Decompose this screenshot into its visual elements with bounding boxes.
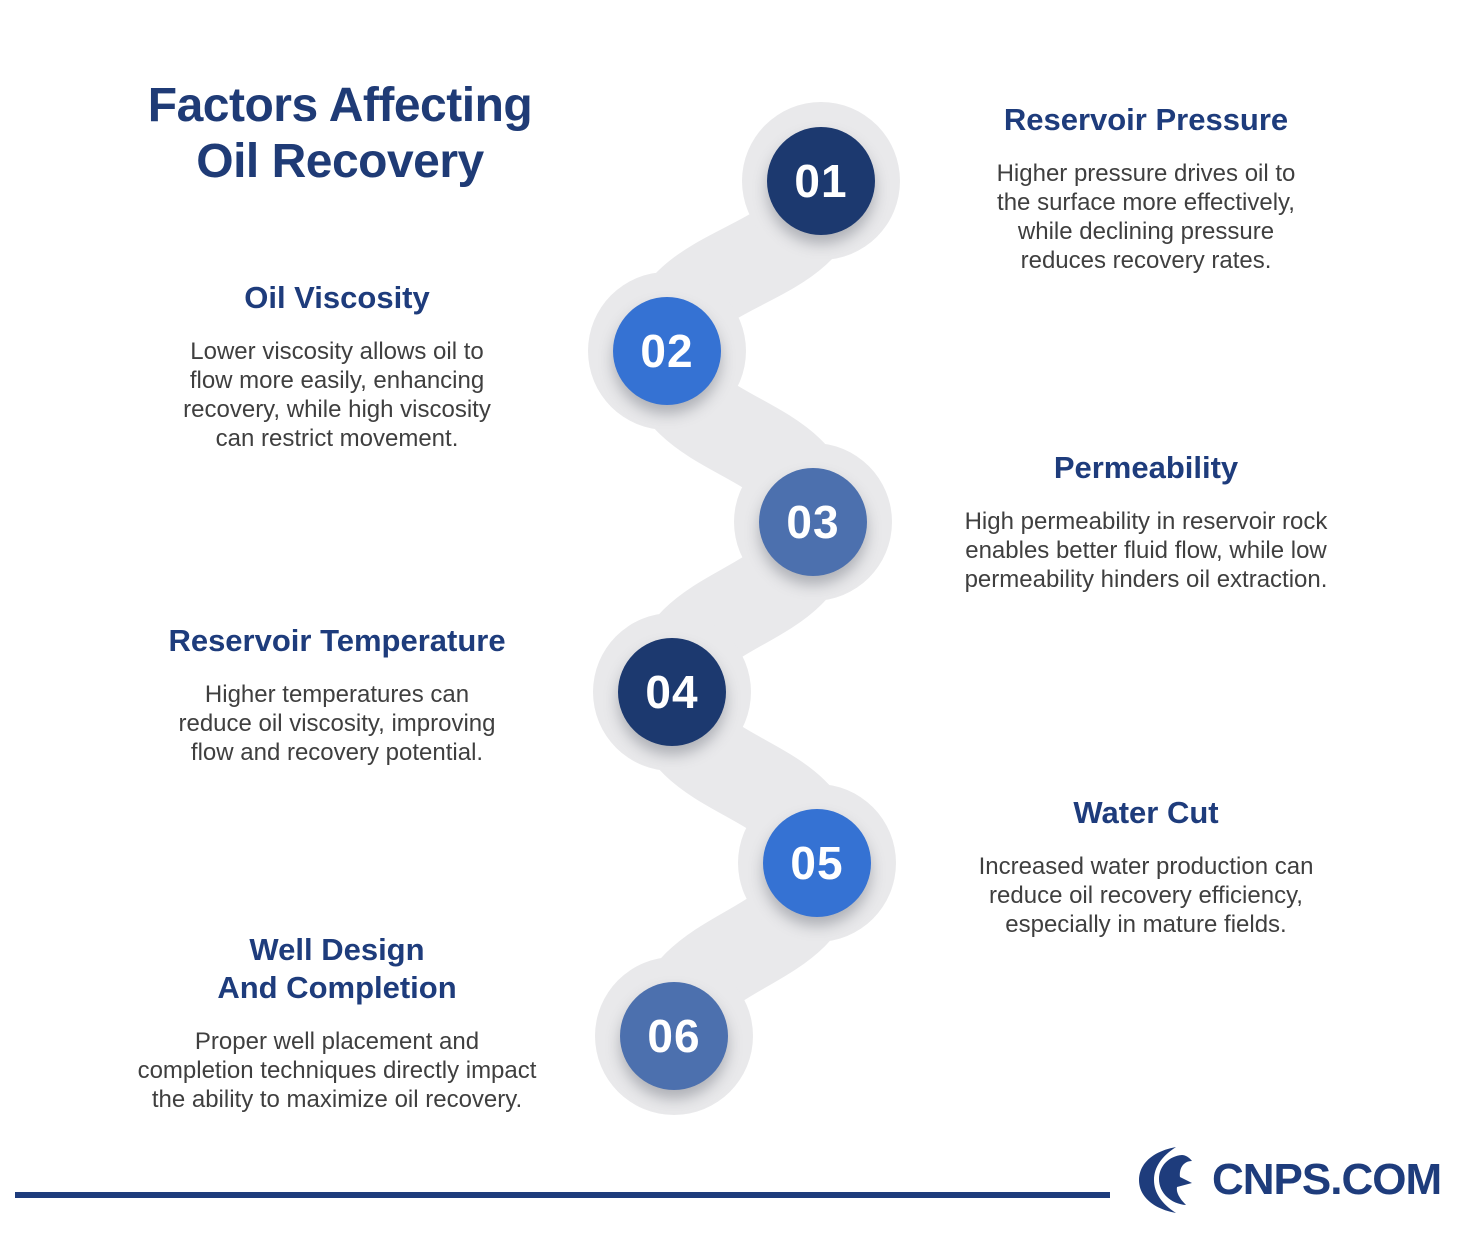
factor-section-water-cut: Water Cut Increased water production can…: [926, 794, 1366, 939]
step-circle-02: 02: [613, 297, 721, 405]
step-number: 04: [645, 666, 699, 718]
factor-heading: Well Design And Completion: [217, 932, 457, 1005]
factor-heading: Permeability: [1053, 450, 1239, 485]
factor-heading: Water Cut: [1073, 795, 1219, 830]
step-circle-06: 06: [620, 982, 728, 1090]
factor-section-well-design: Well Design And Completion Proper well p…: [97, 931, 577, 1114]
factor-section-reservoir-temperature: Reservoir Temperature Higher temperature…: [97, 622, 577, 767]
step-number: 05: [790, 837, 844, 889]
factor-heading: Reservoir Pressure: [1003, 102, 1289, 137]
page-title: Factors Affecting Oil Recovery: [147, 79, 533, 188]
step-circle-03: 03: [759, 468, 867, 576]
factor-description: Proper well placement and completion tec…: [137, 1028, 537, 1113]
footer-divider: [15, 1192, 1110, 1198]
step-number: 01: [794, 155, 848, 207]
factor-description: Higher pressure drives oil to the surfac…: [996, 159, 1296, 274]
double-crescent-icon: [1139, 1147, 1192, 1213]
brand-name: CNPS.COM: [1212, 1155, 1442, 1204]
factor-description: Lower viscosity allows oil to flow more …: [183, 337, 491, 452]
factor-section-oil-viscosity: Oil Viscosity Lower viscosity allows oil…: [97, 279, 577, 453]
factor-heading: Oil Viscosity: [244, 280, 430, 315]
step-number: 03: [786, 496, 840, 548]
step-number: 02: [640, 325, 694, 377]
factor-section-reservoir-pressure: Reservoir Pressure Higher pressure drive…: [926, 101, 1366, 275]
factor-heading: Reservoir Temperature: [168, 623, 506, 658]
factor-description: Higher temperatures can reduce oil visco…: [178, 680, 496, 766]
factor-description: Increased water production can reduce oi…: [978, 852, 1314, 938]
factor-section-permeability: Permeability High permeability in reserv…: [926, 449, 1366, 594]
step-circle-04: 04: [618, 638, 726, 746]
step-circle-01: 01: [767, 127, 875, 235]
step-circle-05: 05: [763, 809, 871, 917]
brand-logo: CNPS.COM: [1136, 1144, 1442, 1216]
factor-description: High permeability in reservoir rock enab…: [964, 507, 1328, 593]
step-number: 06: [647, 1010, 701, 1062]
